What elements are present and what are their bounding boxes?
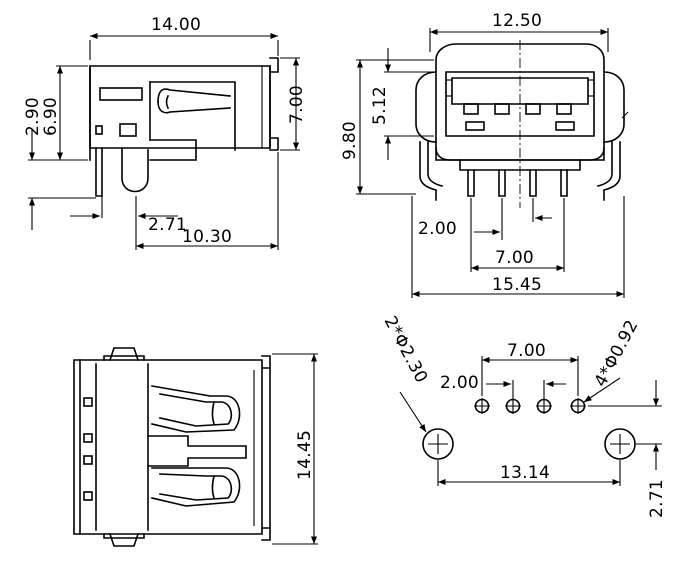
dim-side-height-outer: 2.90 <box>23 97 43 136</box>
signal-hole <box>505 398 521 414</box>
top-view-dimensions: 14.45 <box>272 353 318 545</box>
dim-side-offset-small: 2.71 <box>148 215 187 235</box>
signal-hole <box>570 398 586 414</box>
dim-front-width: 12.50 <box>492 11 542 31</box>
dim-front-pin-span: 7.00 <box>495 248 534 268</box>
mount-hole <box>604 428 636 460</box>
dim-top-depth: 14.45 <box>295 430 315 480</box>
mount-hole <box>422 428 454 460</box>
dim-side-height-right: 7.00 <box>287 85 307 124</box>
signal-hole <box>474 398 490 414</box>
dim-side-height-inner: 6.90 <box>41 97 61 136</box>
dim-front-outer-height: 9.80 <box>340 121 360 160</box>
dim-pcb-hole-span: 13.14 <box>500 463 550 483</box>
dim-side-width: 14.00 <box>151 15 201 35</box>
signal-hole <box>536 398 552 414</box>
dim-pcb-pin-span: 7.00 <box>507 341 546 361</box>
dim-pcb-row-offset: 2.71 <box>647 479 667 518</box>
pcb-layout-dimensions: 7.00 2.00 13.14 2.71 2*Φ2.30 4*Φ0.92 <box>380 313 667 518</box>
front-view-dimensions: 12.50 5.12 9.80 2.00 7.00 15.45 <box>340 11 629 298</box>
dim-pcb-pin-pitch: 2.00 <box>440 373 479 393</box>
pcb-layout <box>422 398 636 460</box>
dim-front-inner-height: 5.12 <box>370 86 390 125</box>
dim-pcb-signal-hole: 4*Φ0.92 <box>591 317 643 391</box>
side-view <box>89 57 279 197</box>
dim-front-overall-width: 15.45 <box>492 275 542 295</box>
side-view-dimensions: 14.00 7.00 6.90 2.90 2.71 10.30 <box>23 15 307 250</box>
dim-pcb-mount-hole: 2*Φ2.30 <box>380 313 432 387</box>
front-view <box>415 40 625 208</box>
dim-side-offset-large: 10.30 <box>182 227 232 247</box>
dim-front-pin-pitch: 2.00 <box>418 219 457 239</box>
top-view <box>73 347 271 547</box>
